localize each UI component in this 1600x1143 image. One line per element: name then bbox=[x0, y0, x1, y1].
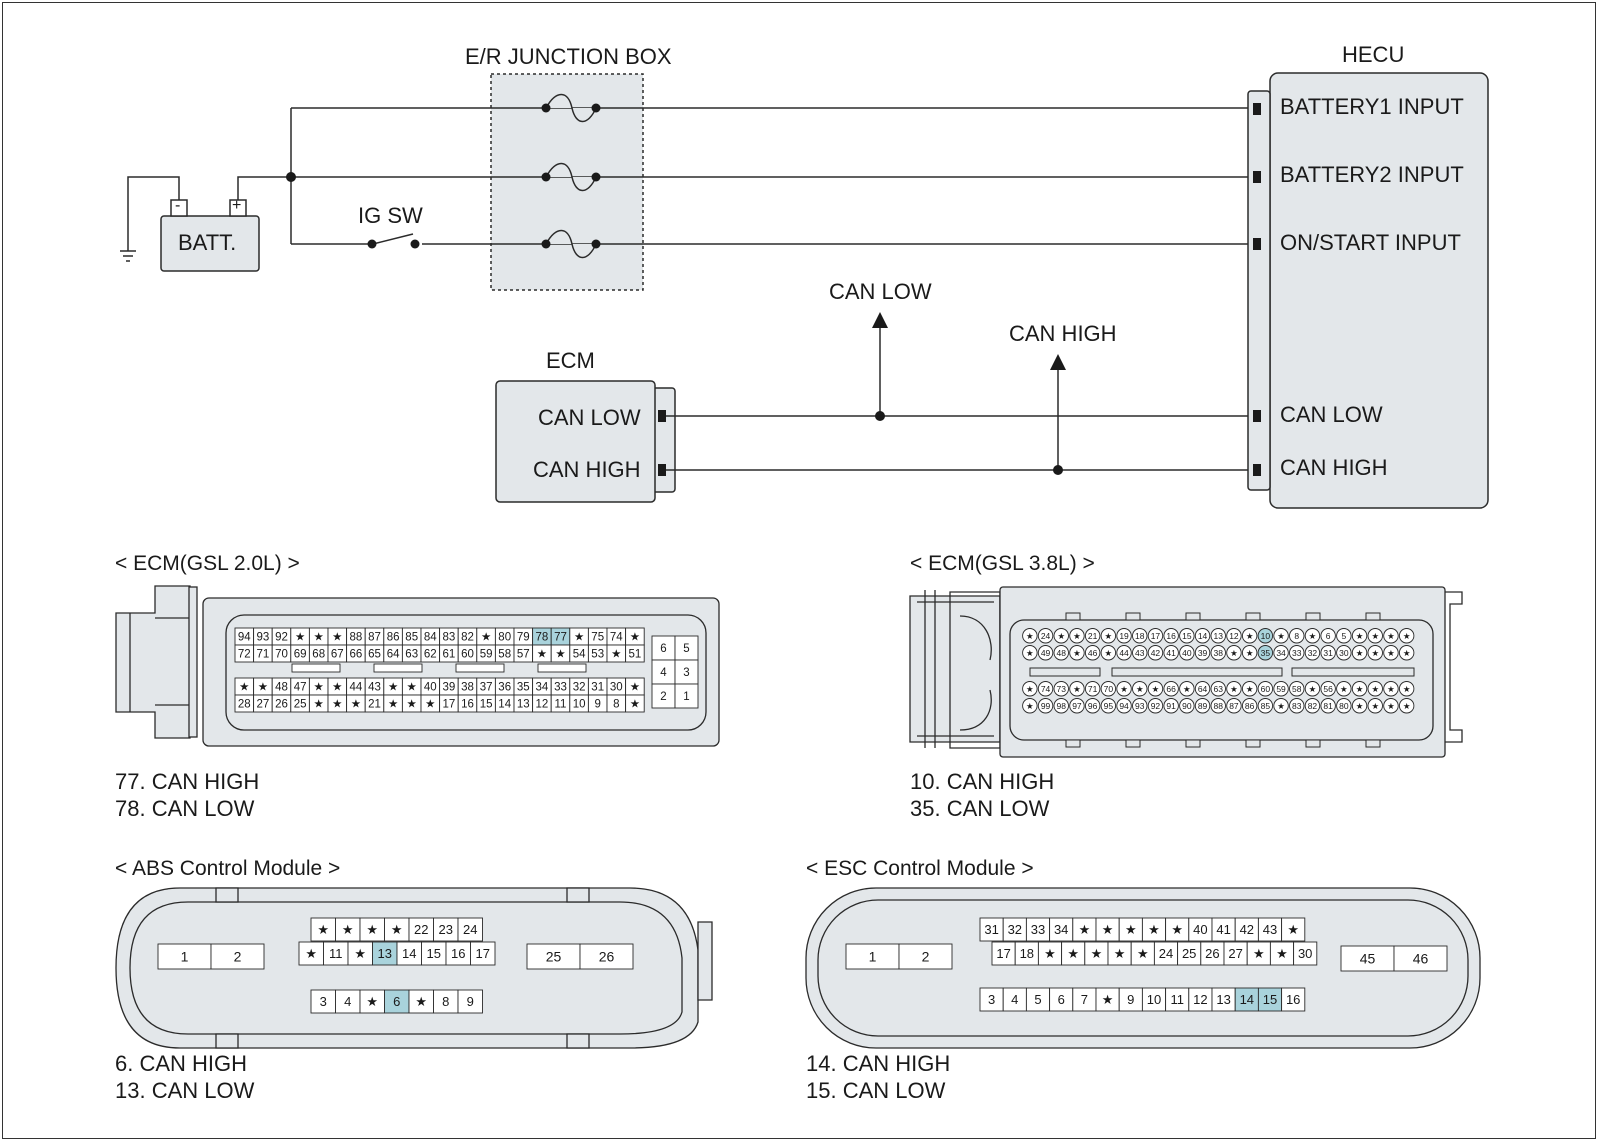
pin-caption: 77. CAN HIGH bbox=[115, 769, 260, 794]
ecm20-pin-captions: 77. CAN HIGH 78. CAN LOW bbox=[115, 768, 259, 822]
junction-box-title: E/R JUNCTION BOX bbox=[465, 44, 672, 69]
pin-caption: 35. CAN LOW bbox=[910, 796, 1050, 821]
ecm-title: ECM bbox=[546, 348, 595, 373]
ecm-pin-marker bbox=[658, 410, 666, 422]
hecu-title: HECU bbox=[1342, 42, 1405, 67]
ecm-pin-can-high: CAN HIGH bbox=[533, 457, 641, 482]
pin-caption: 6. CAN HIGH bbox=[115, 1051, 248, 1076]
abs-pin-captions: 6. CAN HIGH 13. CAN LOW bbox=[115, 1050, 254, 1104]
hecu-connector-strip bbox=[1247, 90, 1271, 491]
fuse-2 bbox=[545, 162, 597, 192]
fuse-3 bbox=[545, 229, 597, 259]
esc-pin-captions: 14. CAN HIGH 15. CAN LOW bbox=[806, 1050, 950, 1104]
pin-caption: 15. CAN LOW bbox=[806, 1078, 946, 1103]
ecm-pin-can-low: CAN LOW bbox=[538, 405, 641, 430]
battery-box bbox=[160, 215, 260, 272]
pin-caption: 10. CAN HIGH bbox=[910, 769, 1055, 794]
ecm-box bbox=[495, 380, 656, 503]
hecu-pin-on-start: ON/START INPUT bbox=[1280, 230, 1461, 255]
ground-wire bbox=[127, 176, 180, 251]
hecu-box bbox=[1269, 72, 1489, 509]
esc-connector-title: < ESC Control Module > bbox=[806, 857, 1034, 880]
can-low-arrow bbox=[872, 312, 888, 328]
hecu-pin-battery1: BATTERY1 INPUT bbox=[1280, 94, 1464, 119]
pin-caption: 78. CAN LOW bbox=[115, 796, 255, 821]
ig-switch-blade bbox=[372, 233, 414, 245]
pin-caption: 14. CAN HIGH bbox=[806, 1051, 951, 1076]
hecu-pin-can-high: CAN HIGH bbox=[1280, 455, 1388, 480]
can-low-tap-label: CAN LOW bbox=[829, 279, 932, 304]
can-high-arrow bbox=[1050, 354, 1066, 370]
wiring-schematic bbox=[120, 72, 1489, 509]
ecm38-connector-title: < ECM(GSL 3.8L) > bbox=[910, 552, 1095, 575]
ground-icon bbox=[120, 250, 136, 262]
battery-plus: + bbox=[232, 197, 242, 214]
ig-switch-label: IG SW bbox=[358, 203, 423, 228]
ecm20-connector-title: < ECM(GSL 2.0L) > bbox=[115, 552, 300, 575]
junction-box bbox=[490, 73, 644, 291]
can-high-tap-label: CAN HIGH bbox=[1009, 321, 1117, 346]
hecu-pin-battery2: BATTERY2 INPUT bbox=[1280, 162, 1464, 187]
hecu-pin-can-low: CAN LOW bbox=[1280, 402, 1383, 427]
battery-label: BATT. bbox=[178, 230, 237, 255]
ecm38-pin-captions: 10. CAN HIGH 35. CAN LOW bbox=[910, 768, 1054, 822]
pin-caption: 13. CAN LOW bbox=[115, 1078, 255, 1103]
fuse-1 bbox=[545, 93, 597, 123]
battery-minus: - bbox=[175, 197, 181, 214]
hecu-pin-marker bbox=[1253, 103, 1261, 115]
abs-connector-title: < ABS Control Module > bbox=[115, 857, 341, 880]
